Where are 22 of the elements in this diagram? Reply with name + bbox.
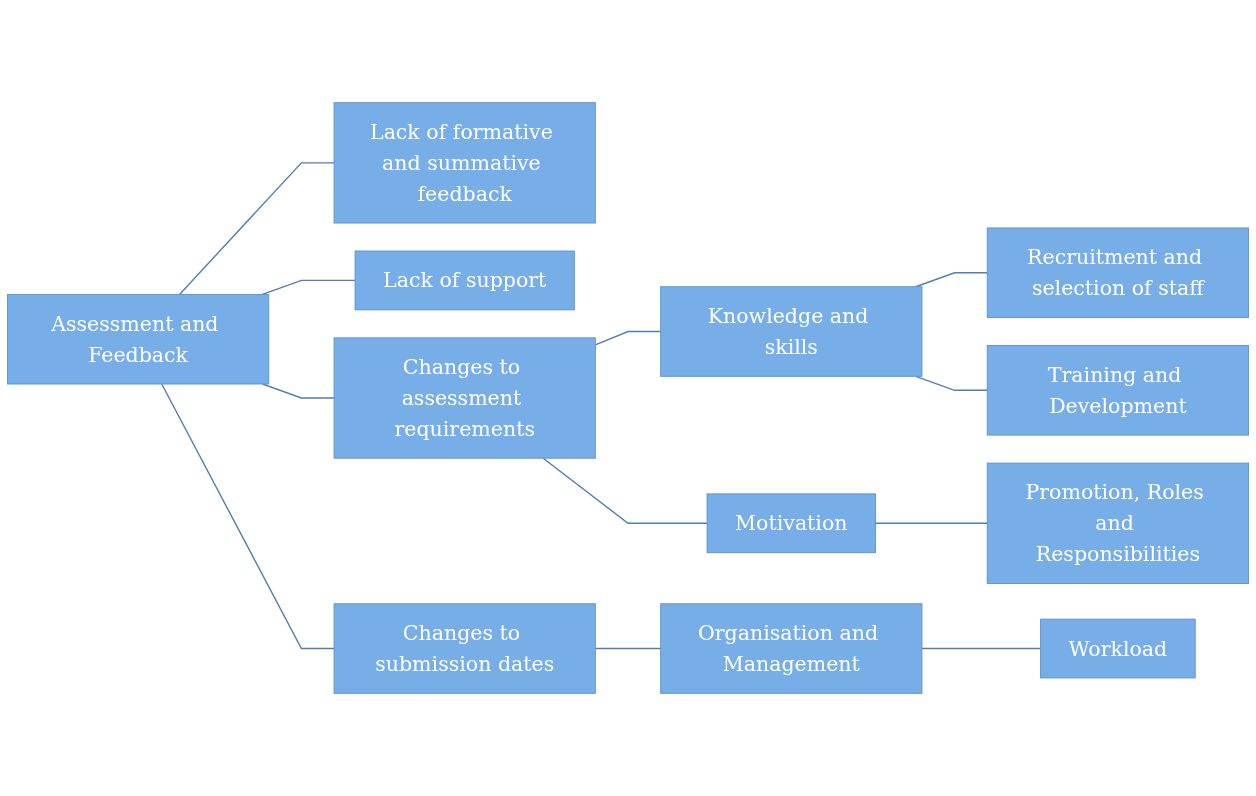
connector xyxy=(874,522,988,524)
connector xyxy=(161,383,335,650)
node-box: Workload xyxy=(1040,618,1196,679)
node-box: Motivation xyxy=(706,493,876,554)
node-box: Lack of formative and summative feedback xyxy=(333,102,596,224)
connector xyxy=(594,647,662,650)
connector xyxy=(915,375,988,391)
connector xyxy=(915,272,988,288)
node-box: Changes to assessment requirements xyxy=(333,337,596,459)
node-box: Organisation and Management xyxy=(660,603,923,694)
node-box: Training and Development xyxy=(986,345,1249,436)
connector xyxy=(594,330,662,346)
node-box: Knowledge and skills xyxy=(660,286,923,377)
node-box: Changes to submission dates xyxy=(333,603,596,694)
connector xyxy=(261,279,356,296)
connector xyxy=(178,162,335,296)
node-box: Promotion, Roles and Responsibilities xyxy=(986,462,1249,584)
connector xyxy=(921,647,1042,650)
node-box: Lack of support xyxy=(354,250,575,311)
node-box: Recruitment and selection of staff xyxy=(986,227,1249,318)
node-box: Assessment and Feedback xyxy=(7,293,270,385)
connector xyxy=(542,457,708,524)
